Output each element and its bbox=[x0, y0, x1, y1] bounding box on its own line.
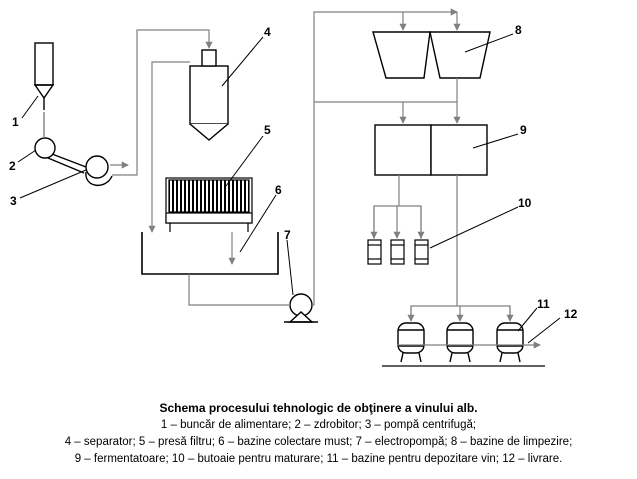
leader-lines bbox=[17, 33, 561, 344]
label-9: 9 bbox=[520, 123, 527, 137]
electropump bbox=[284, 293, 318, 323]
centrifugal-pump bbox=[85, 155, 113, 186]
label-4: 4 bbox=[264, 25, 271, 39]
flow-pipes bbox=[110, 8, 545, 367]
label-11: 11 bbox=[537, 297, 550, 311]
fermenters bbox=[374, 124, 488, 176]
maturing-barrels bbox=[367, 239, 429, 265]
filter-press bbox=[165, 177, 253, 232]
label-5: 5 bbox=[264, 123, 271, 137]
label-7: 7 bbox=[284, 228, 291, 242]
wine-storage-tanks bbox=[397, 322, 524, 363]
label-8: 8 bbox=[515, 23, 522, 37]
separator bbox=[189, 49, 229, 141]
label-1: 1 bbox=[12, 115, 19, 129]
caption-title: Schema procesului tehnologic de obţinere… bbox=[159, 401, 478, 415]
caption-legend-line-1: 1 – buncăr de alimentare; 2 – zdrobitor;… bbox=[160, 419, 477, 431]
number-labels: 1 2 3 4 5 6 7 8 9 10 11 12 bbox=[9, 23, 578, 321]
label-3: 3 bbox=[10, 194, 17, 208]
label-12: 12 bbox=[564, 307, 578, 321]
process-diagram: 1 2 3 4 5 6 7 8 9 10 11 12 bbox=[9, 8, 578, 367]
must-collection-tank bbox=[141, 232, 279, 275]
caption-legend-line-3: 9 – fermentatoare; 10 – butoaie pentru m… bbox=[74, 453, 563, 465]
label-2: 2 bbox=[9, 159, 16, 173]
feed-hopper bbox=[33, 42, 55, 110]
label-6: 6 bbox=[275, 183, 282, 197]
label-10: 10 bbox=[518, 196, 532, 210]
caption-legend-line-2: 4 – separator; 5 – presă filtru; 6 – baz… bbox=[64, 436, 573, 448]
settling-tanks bbox=[372, 31, 491, 79]
crusher bbox=[34, 112, 87, 174]
